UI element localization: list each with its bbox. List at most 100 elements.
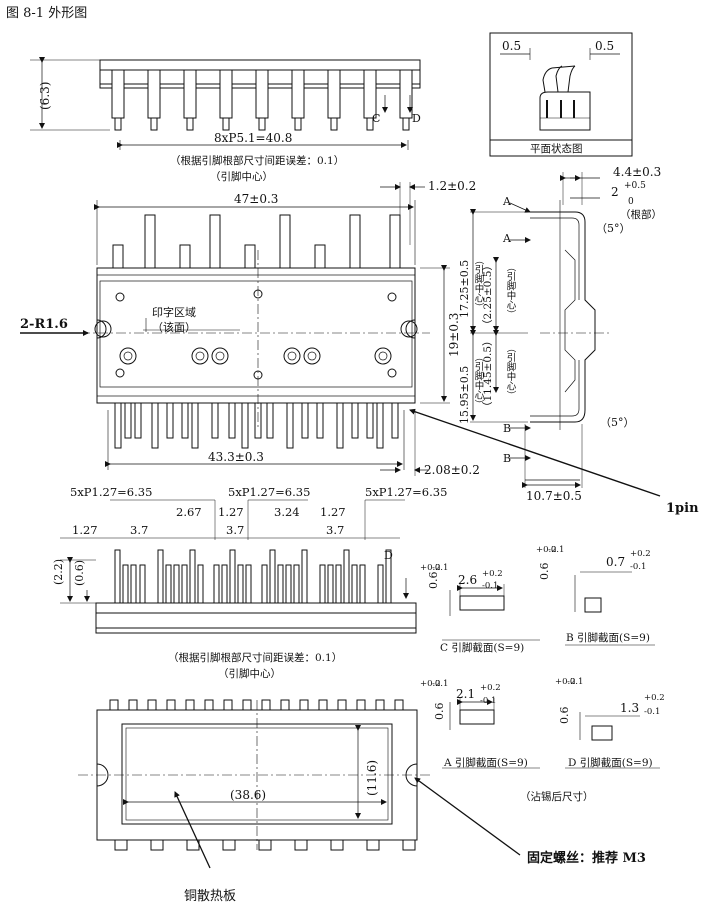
- sec-d-caption: D 引脚截面(S=9): [568, 756, 653, 769]
- sec-d-t-minus: -0.1: [567, 677, 583, 687]
- detail-pin: [327, 564, 334, 604]
- sec-c-caption: C 引脚截面(S=9): [440, 641, 524, 654]
- detail-note-line1: （根据引脚根部尺寸间距误差：0.1）: [168, 651, 342, 664]
- front-pin-bottom: [376, 402, 384, 449]
- sec-a-t-minus: -0.1: [432, 679, 448, 689]
- pin-center-3: （引脚中心）: [473, 352, 485, 409]
- front-pin-top: [279, 214, 291, 269]
- front-pin-top: [389, 214, 401, 269]
- dim-0-6: (0.6): [73, 560, 86, 586]
- sec-a-tol-plus: +0.2: [480, 683, 501, 693]
- dim-2-2: (2.2): [52, 559, 65, 585]
- component-circle-inner: [195, 351, 205, 361]
- detail-pin: [343, 549, 350, 604]
- front-pin-bottom: [151, 402, 159, 449]
- pin-detail-view: [60, 499, 417, 634]
- dim-6-3: (6.3): [38, 82, 52, 110]
- top-pin: [363, 69, 377, 119]
- cross-sections: [442, 571, 660, 769]
- top-pin: [111, 69, 125, 119]
- sec-b-thick: 0.6: [538, 563, 551, 581]
- dim-pitch-40-8: 8xP5.1=40.8: [214, 131, 292, 145]
- detail-pin: [377, 564, 384, 604]
- front-pin-bottom: [191, 402, 199, 449]
- dim-10-7: 10.7±0.5: [526, 489, 582, 503]
- plan-dim-right: 0.5: [595, 39, 614, 53]
- dim-4-4: 4.4±0.3: [613, 165, 661, 179]
- back-tab-bottom: [222, 839, 236, 851]
- top-pin-tip: [150, 117, 158, 131]
- front-pin-top-short: [179, 244, 191, 269]
- section-b-marker-2: B: [503, 452, 511, 465]
- sec-a-tol-minus: -0.1: [480, 696, 496, 706]
- front-pin-bottom: [391, 402, 399, 439]
- front-pin-bottom: [124, 402, 132, 439]
- dim-15-95: 15.95±0.5: [458, 366, 471, 424]
- dim-11-45: （11.45±0.5）: [482, 335, 494, 412]
- detail-pin: [189, 549, 196, 604]
- detail-note-line2: （引脚中心）: [218, 667, 281, 680]
- component-circle-inner: [215, 351, 225, 361]
- component-circle-inner: [307, 351, 317, 361]
- dim-11-6: (11.6): [365, 760, 379, 796]
- sec-b-tol-plus: +0.2: [630, 549, 651, 559]
- front-pin-top-short: [314, 244, 326, 269]
- dim-1-27-c: 1.27: [320, 505, 346, 519]
- back-tab-top: [280, 699, 290, 711]
- component-circle-inner: [378, 351, 388, 361]
- top-pin-tip: [402, 117, 410, 131]
- dim-43-3: 43.3±0.3: [208, 450, 264, 464]
- sec-a-t-plus: +0.2: [420, 679, 441, 689]
- front-pin-bottom: [351, 402, 359, 439]
- front-pin-top-short: [244, 244, 256, 269]
- front-pin-bottom: [336, 402, 344, 449]
- back-tab-top: [147, 699, 157, 711]
- detail-pin: [285, 564, 292, 604]
- detail-pin: [114, 549, 121, 604]
- back-tab-top: [242, 699, 252, 711]
- detail-pin: [351, 564, 358, 604]
- top-pin-tip: [258, 117, 266, 131]
- back-tab-bottom: [330, 839, 344, 851]
- detail-pin: [139, 564, 146, 604]
- detail-pin: [319, 564, 326, 604]
- sec-c-thick: 0.6: [427, 572, 440, 590]
- top-pin: [183, 69, 197, 119]
- figure-title: 图 8-1 外形图: [6, 6, 87, 21]
- back-tab-top: [337, 699, 347, 711]
- pin1-label: 1pin: [666, 501, 699, 516]
- pitch-group-3: 5xP1.27=6.35: [365, 485, 447, 499]
- print-area-line1: 印字区域: [152, 305, 196, 319]
- section-a-marker-2: A: [502, 232, 512, 245]
- radius-label: 2-R1.6: [20, 317, 68, 332]
- front-pin-bottom: [211, 402, 219, 439]
- dim-1-27-b: 1.27: [218, 505, 244, 519]
- dim-19: 19±0.3: [447, 313, 461, 357]
- dim-2-25: （2.25±0.5）: [482, 260, 494, 330]
- back-tab-top: [128, 699, 138, 711]
- top-pin: [255, 69, 269, 119]
- pitch-group-2: 5xP1.27=6.35: [228, 485, 310, 499]
- section-c-marker: C: [372, 112, 380, 125]
- front-view: [20, 182, 661, 497]
- sec-b-caption: B 引脚截面(S=9): [566, 631, 650, 644]
- sec-d-tol-plus: +0.2: [644, 693, 665, 703]
- top-pin-tip: [114, 117, 122, 131]
- detail-pin: [269, 549, 276, 604]
- back-tab-top: [166, 699, 176, 711]
- dim-width-47: 47±0.3: [234, 192, 278, 206]
- sec-c-tol-minus: -0.1: [482, 581, 498, 591]
- detail-pin: [385, 549, 392, 604]
- dim-2-minus: 0: [628, 197, 634, 207]
- top-note-line2: （引脚中心）: [210, 170, 273, 183]
- detail-pin: [197, 564, 204, 604]
- sec-d-tol-minus: -0.1: [644, 707, 660, 717]
- plan-caption: 平面状态图: [530, 142, 583, 155]
- back-tab-top: [375, 699, 385, 711]
- dim-3-24: 3.24: [274, 505, 300, 519]
- top-note-line1: （根据引脚根部尺寸间距误差：0.1）: [170, 154, 344, 167]
- component-circle: [374, 347, 392, 365]
- back-tab-top: [204, 699, 214, 711]
